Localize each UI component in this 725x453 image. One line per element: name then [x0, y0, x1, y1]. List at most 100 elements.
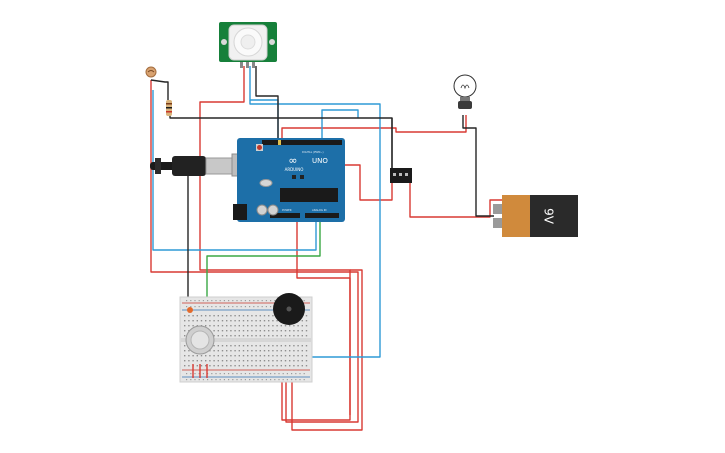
- 9v-battery[interactable]: 9V: [493, 195, 578, 237]
- wire-red-relay-top[interactable]: [281, 115, 467, 140]
- led[interactable]: [187, 307, 193, 313]
- usb-cable[interactable]: [150, 153, 247, 177]
- breadboard-rail-hole: [236, 379, 238, 381]
- breadboard-hole: [217, 330, 219, 332]
- pir-sensor[interactable]: [219, 22, 277, 68]
- light-bulb[interactable]: [453, 74, 477, 109]
- breadboard-hole: [280, 365, 282, 367]
- relay[interactable]: [390, 168, 412, 183]
- wire-red-buzzer[interactable]: [291, 269, 363, 431]
- breadboard-hole: [284, 360, 287, 362]
- breadboard-hole: [213, 355, 215, 357]
- wire-red-relay-battery[interactable]: [409, 183, 502, 218]
- battery-cap: [502, 195, 530, 237]
- wire-blue-arduino-left[interactable]: [321, 109, 359, 140]
- arduino-pin-a[interactable]: [278, 140, 281, 145]
- breadboard-hole: [196, 320, 198, 322]
- wire-green-arduino-breadboard[interactable]: [206, 222, 321, 298]
- arduino-atmega-chip: [280, 188, 338, 202]
- wire-blue-left-loop[interactable]: [249, 100, 381, 358]
- arduino-uno[interactable]: ∞ UNO ARDUINO DIGITAL (PWM~) POWER ANALO…: [233, 138, 345, 222]
- breadboard-hole: [280, 330, 282, 332]
- breadboard-hole: [251, 315, 253, 317]
- arduino-power-jack[interactable]: [233, 204, 247, 220]
- breadboard-hole: [242, 365, 245, 367]
- breadboard-hole: [255, 360, 257, 362]
- wire-black-photoresistor-gnd[interactable]: [150, 79, 169, 100]
- breadboard-hole: [196, 315, 198, 317]
- breadboard-hole: [293, 330, 295, 332]
- breadboard-hole: [268, 315, 270, 317]
- breadboard-hole: [276, 365, 278, 367]
- relay-pin-2[interactable]: [399, 173, 402, 176]
- breadboard-hole: [188, 355, 190, 357]
- arduino-reset-button[interactable]: [257, 145, 262, 150]
- breadboard-rail-hole: [253, 300, 255, 302]
- breadboard-hole: [284, 350, 287, 352]
- breadboard-hole: [200, 320, 203, 322]
- breadboard-hole: [263, 330, 266, 332]
- relay-pin-3[interactable]: [405, 173, 408, 176]
- breadboard-hole: [255, 345, 257, 347]
- wire-blue-pir-out[interactable]: [249, 66, 279, 140]
- breadboard-hole: [251, 365, 253, 367]
- breadboard-rail-hole: [274, 373, 276, 375]
- wire-red-photoresistor[interactable]: [150, 80, 359, 423]
- breadboard-rail-hole: [202, 300, 204, 302]
- arduino-digital-header[interactable]: [262, 140, 342, 145]
- breadboard-hole: [221, 315, 224, 317]
- breadboard-hole: [234, 330, 236, 332]
- breadboard-hole: [213, 325, 215, 327]
- breadboard-hole: [213, 345, 215, 347]
- relay-pin-1[interactable]: [393, 173, 396, 176]
- pir-pin-gnd[interactable]: [252, 62, 255, 68]
- breadboard-rail-hole: [228, 379, 230, 381]
- breadboard-hole: [234, 355, 236, 357]
- photoresistor[interactable]: [145, 66, 157, 78]
- breadboard-hole: [297, 350, 299, 352]
- pir-pin-vcc[interactable]: [240, 62, 243, 68]
- breadboard-rail-hole: [198, 379, 200, 381]
- breadboard-rail-hole: [190, 306, 192, 308]
- arduino-analog-header[interactable]: [305, 213, 339, 218]
- breadboard-rail-hole: [270, 373, 272, 375]
- wire-black-bulb-battery[interactable]: [462, 115, 494, 217]
- wire-black-pir-gnd[interactable]: [255, 66, 279, 140]
- breadboard-hole: [259, 355, 261, 357]
- pir-pin-out[interactable]: [246, 62, 249, 68]
- wire-red-pir-vcc[interactable]: [199, 66, 351, 421]
- breadboard-hole: [263, 315, 266, 317]
- bulb-base: [458, 101, 472, 109]
- breadboard-rail-hole: [186, 300, 188, 302]
- breadboard-hole: [289, 335, 291, 337]
- breadboard-hole: [226, 335, 228, 337]
- breadboard-hole: [230, 345, 232, 347]
- breadboard-hole: [276, 360, 278, 362]
- breadboard-hole: [255, 330, 257, 332]
- arduino-power-header[interactable]: [270, 213, 300, 218]
- breadboard-hole: [230, 355, 232, 357]
- breadboard-hole: [205, 315, 207, 317]
- wire-red-relay-arduino[interactable]: [345, 164, 393, 201]
- battery-terminal-bottom[interactable]: [493, 218, 502, 228]
- breadboard-hole: [301, 365, 303, 367]
- battery-label: 9V: [542, 208, 556, 225]
- arduino-capacitor-2: [267, 204, 279, 216]
- gas-sensor[interactable]: [185, 325, 215, 355]
- breadboard-rail-hole: [223, 306, 225, 308]
- breadboard-rail-hole: [186, 306, 188, 308]
- piezo-buzzer[interactable]: [273, 293, 305, 325]
- breadboard-hole: [238, 320, 240, 322]
- breadboard-hole: [259, 325, 261, 327]
- breadboard-hole: [213, 315, 215, 317]
- breadboard-rail-hole: [219, 306, 221, 308]
- battery-terminal-top[interactable]: [493, 204, 502, 214]
- resistor[interactable]: [166, 100, 172, 116]
- pir-mount-hole-left: [221, 39, 227, 45]
- breadboard-hole: [242, 355, 245, 357]
- breadboard-hole: [221, 355, 224, 357]
- breadboard-rail-hole: [278, 379, 280, 381]
- breadboard-hole: [263, 360, 266, 362]
- breadboard-hole: [184, 350, 186, 352]
- breadboard-hole: [230, 360, 232, 362]
